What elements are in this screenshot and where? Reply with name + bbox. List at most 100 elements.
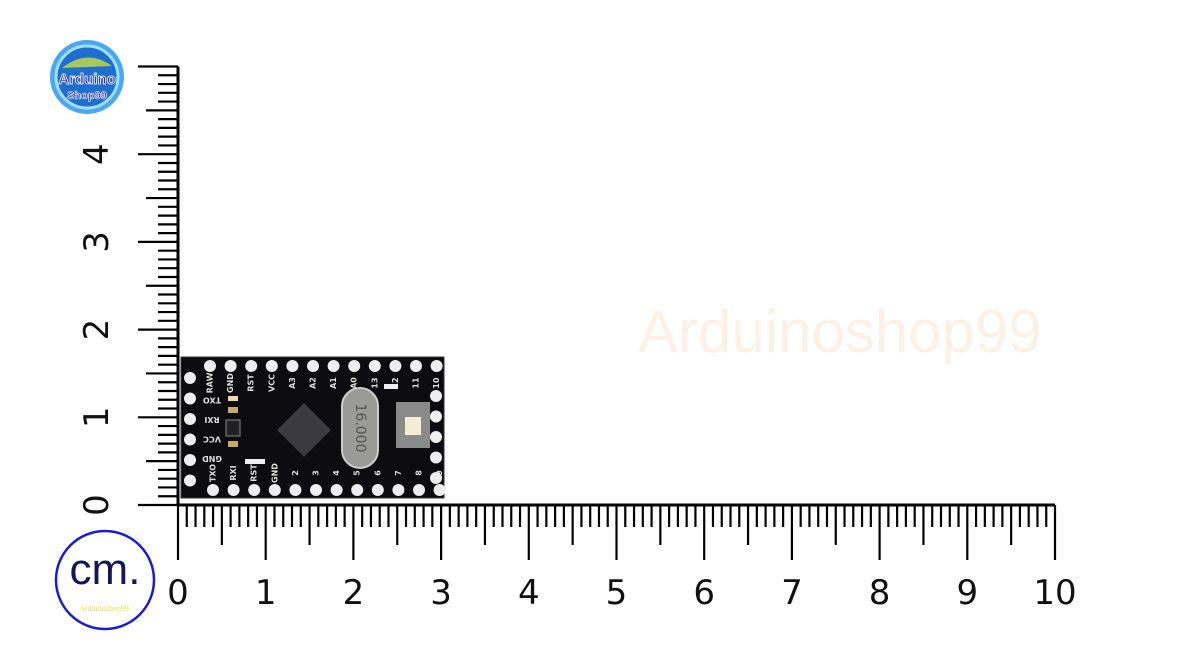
pin-hole [184, 392, 196, 405]
pin-hole [430, 472, 442, 484]
pin-label: 9 [435, 470, 444, 476]
pin-hole [265, 360, 278, 372]
pin-hole [184, 413, 196, 425]
ruler-label: 0 [77, 494, 117, 516]
ruler-label: 2 [343, 573, 365, 613]
pin-label: RAW [206, 372, 215, 393]
pin-label: GND [226, 373, 235, 393]
pin-hole [184, 454, 196, 466]
pin-hole [430, 360, 443, 372]
pin-hole [204, 360, 216, 372]
pin-hole [289, 484, 302, 496]
ruler-label: 9 [956, 573, 978, 613]
pin-hole [351, 484, 364, 496]
unit-badge: cm. Arduinoshop99 [54, 529, 156, 631]
pin-hole [310, 484, 322, 496]
pin-hole [430, 431, 442, 443]
pin-label: VCC [203, 435, 221, 444]
pin-hole [245, 360, 258, 372]
pin-hole [348, 360, 361, 372]
watermark: Arduinoshop99 [638, 298, 1042, 365]
pin-label: GND [270, 463, 279, 483]
pin-hole [227, 484, 240, 496]
unit-label: cm. [70, 545, 141, 594]
unit-sublabel: Arduinoshop99 [79, 604, 129, 613]
ruler-label: 6 [693, 573, 715, 613]
pin-label: 10 [432, 377, 441, 389]
ruler-label: 7 [781, 573, 803, 613]
pin-label: 5 [353, 470, 362, 476]
reset-button [396, 402, 430, 448]
pin-label: 8 [415, 470, 424, 476]
pin-label: RST [247, 374, 256, 392]
ruler-label: 8 [869, 573, 891, 613]
ruler-label: 4 [518, 573, 540, 613]
smd-component [228, 441, 238, 447]
pin-label: 13 [370, 377, 379, 388]
pin-label: GND [202, 454, 222, 463]
vertical-ruler: 0 1 2 3 4 [77, 65, 180, 516]
pin-label: 11 [412, 377, 421, 389]
pin-label: VCC [267, 374, 276, 392]
pin-hole [368, 360, 381, 372]
pin-label: 4 [332, 470, 341, 476]
smd-component [228, 407, 238, 413]
ruler-label: 3 [77, 231, 117, 253]
ruler-label: 3 [430, 573, 452, 613]
pin-label: 7 [394, 470, 403, 476]
pin-hole [224, 360, 237, 372]
pin-hole [392, 484, 405, 496]
pin-hole [330, 484, 343, 496]
pin-hole [184, 372, 196, 384]
logo-line1: Arduino [58, 71, 116, 88]
pin-hole [371, 484, 384, 496]
pin-label: RXI [229, 465, 238, 480]
pin-label: TXO [209, 464, 218, 482]
regulator [225, 419, 241, 437]
pin-label: A0 [350, 377, 359, 389]
pin-label: 6 [373, 470, 382, 476]
ruler-label: 4 [77, 143, 117, 165]
pin-label: A2 [309, 377, 318, 389]
pin-hole [430, 451, 442, 464]
pin-hole [286, 360, 299, 372]
pin-hole [307, 360, 319, 372]
pin-hole [207, 484, 219, 496]
pin-label: RST [250, 464, 259, 482]
ruler-label: 1 [77, 406, 117, 428]
pin-label: A3 [288, 377, 297, 389]
pin-hole [433, 484, 446, 496]
ruler-label: 0 [167, 573, 189, 613]
pin-hole [410, 360, 422, 372]
microcontroller-chip [277, 403, 331, 457]
crystal-label: 16.000 [352, 404, 368, 453]
pin-label: 2 [291, 470, 300, 476]
smd-component [228, 396, 238, 401]
pin-hole [413, 484, 425, 496]
ruler-label: 1 [255, 573, 277, 613]
pin-hole [184, 433, 196, 446]
pin-label: TXO [203, 396, 221, 405]
led [384, 384, 398, 389]
logo-line2: Shop99 [67, 90, 107, 102]
pin-hole [327, 360, 340, 372]
pin-hole [268, 484, 281, 496]
pin-label: 12 [391, 377, 400, 388]
led [245, 459, 265, 464]
horizontal-ruler: 0 1 2 3 4 5 6 7 8 9 10 [167, 503, 1077, 613]
badge-ring [54, 529, 156, 631]
pin-hole [389, 360, 402, 372]
pin-hole [430, 390, 442, 402]
ruler-label: 5 [606, 573, 628, 613]
pin-hole [184, 474, 196, 487]
ruler-label: 2 [77, 319, 117, 341]
pin-label: A1 [329, 377, 338, 389]
pin-label: 3 [312, 470, 321, 476]
pin-label: RXI [204, 415, 219, 424]
pin-hole [248, 484, 261, 496]
ruler-label: 10 [1033, 573, 1076, 613]
arduinoshop99-logo: Arduino Shop99 [50, 40, 124, 114]
